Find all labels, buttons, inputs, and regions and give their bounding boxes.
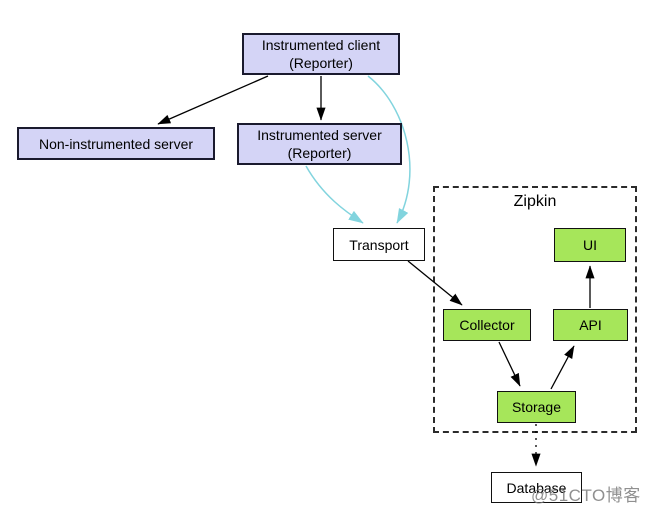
zipkin-container [433, 186, 637, 433]
edge-storage-to-api [550, 345, 575, 390]
node-collector: Collector [443, 309, 531, 341]
edge-transport-to-collector [407, 260, 463, 306]
edge-server-to-transport [305, 165, 364, 224]
watermark: @51CTO博客 [531, 486, 641, 505]
node-non-instrumented-server: Non-instrumented server [17, 127, 215, 160]
node-storage: Storage [497, 391, 576, 423]
edge-client-to-transport [367, 75, 411, 224]
node-api: API [553, 309, 628, 341]
node-database: Database [491, 472, 582, 503]
node-transport: Transport [333, 228, 425, 261]
zipkin-container-label: Zipkin [513, 193, 557, 210]
edge-collector-to-storage [498, 341, 521, 387]
node-ui: UI [554, 228, 626, 262]
node-instrumented-server: Instrumented server (Reporter) [237, 123, 402, 165]
node-instrumented-client: Instrumented client (Reporter) [242, 33, 400, 75]
edge-client-to-non-instrumented-server [157, 75, 269, 125]
